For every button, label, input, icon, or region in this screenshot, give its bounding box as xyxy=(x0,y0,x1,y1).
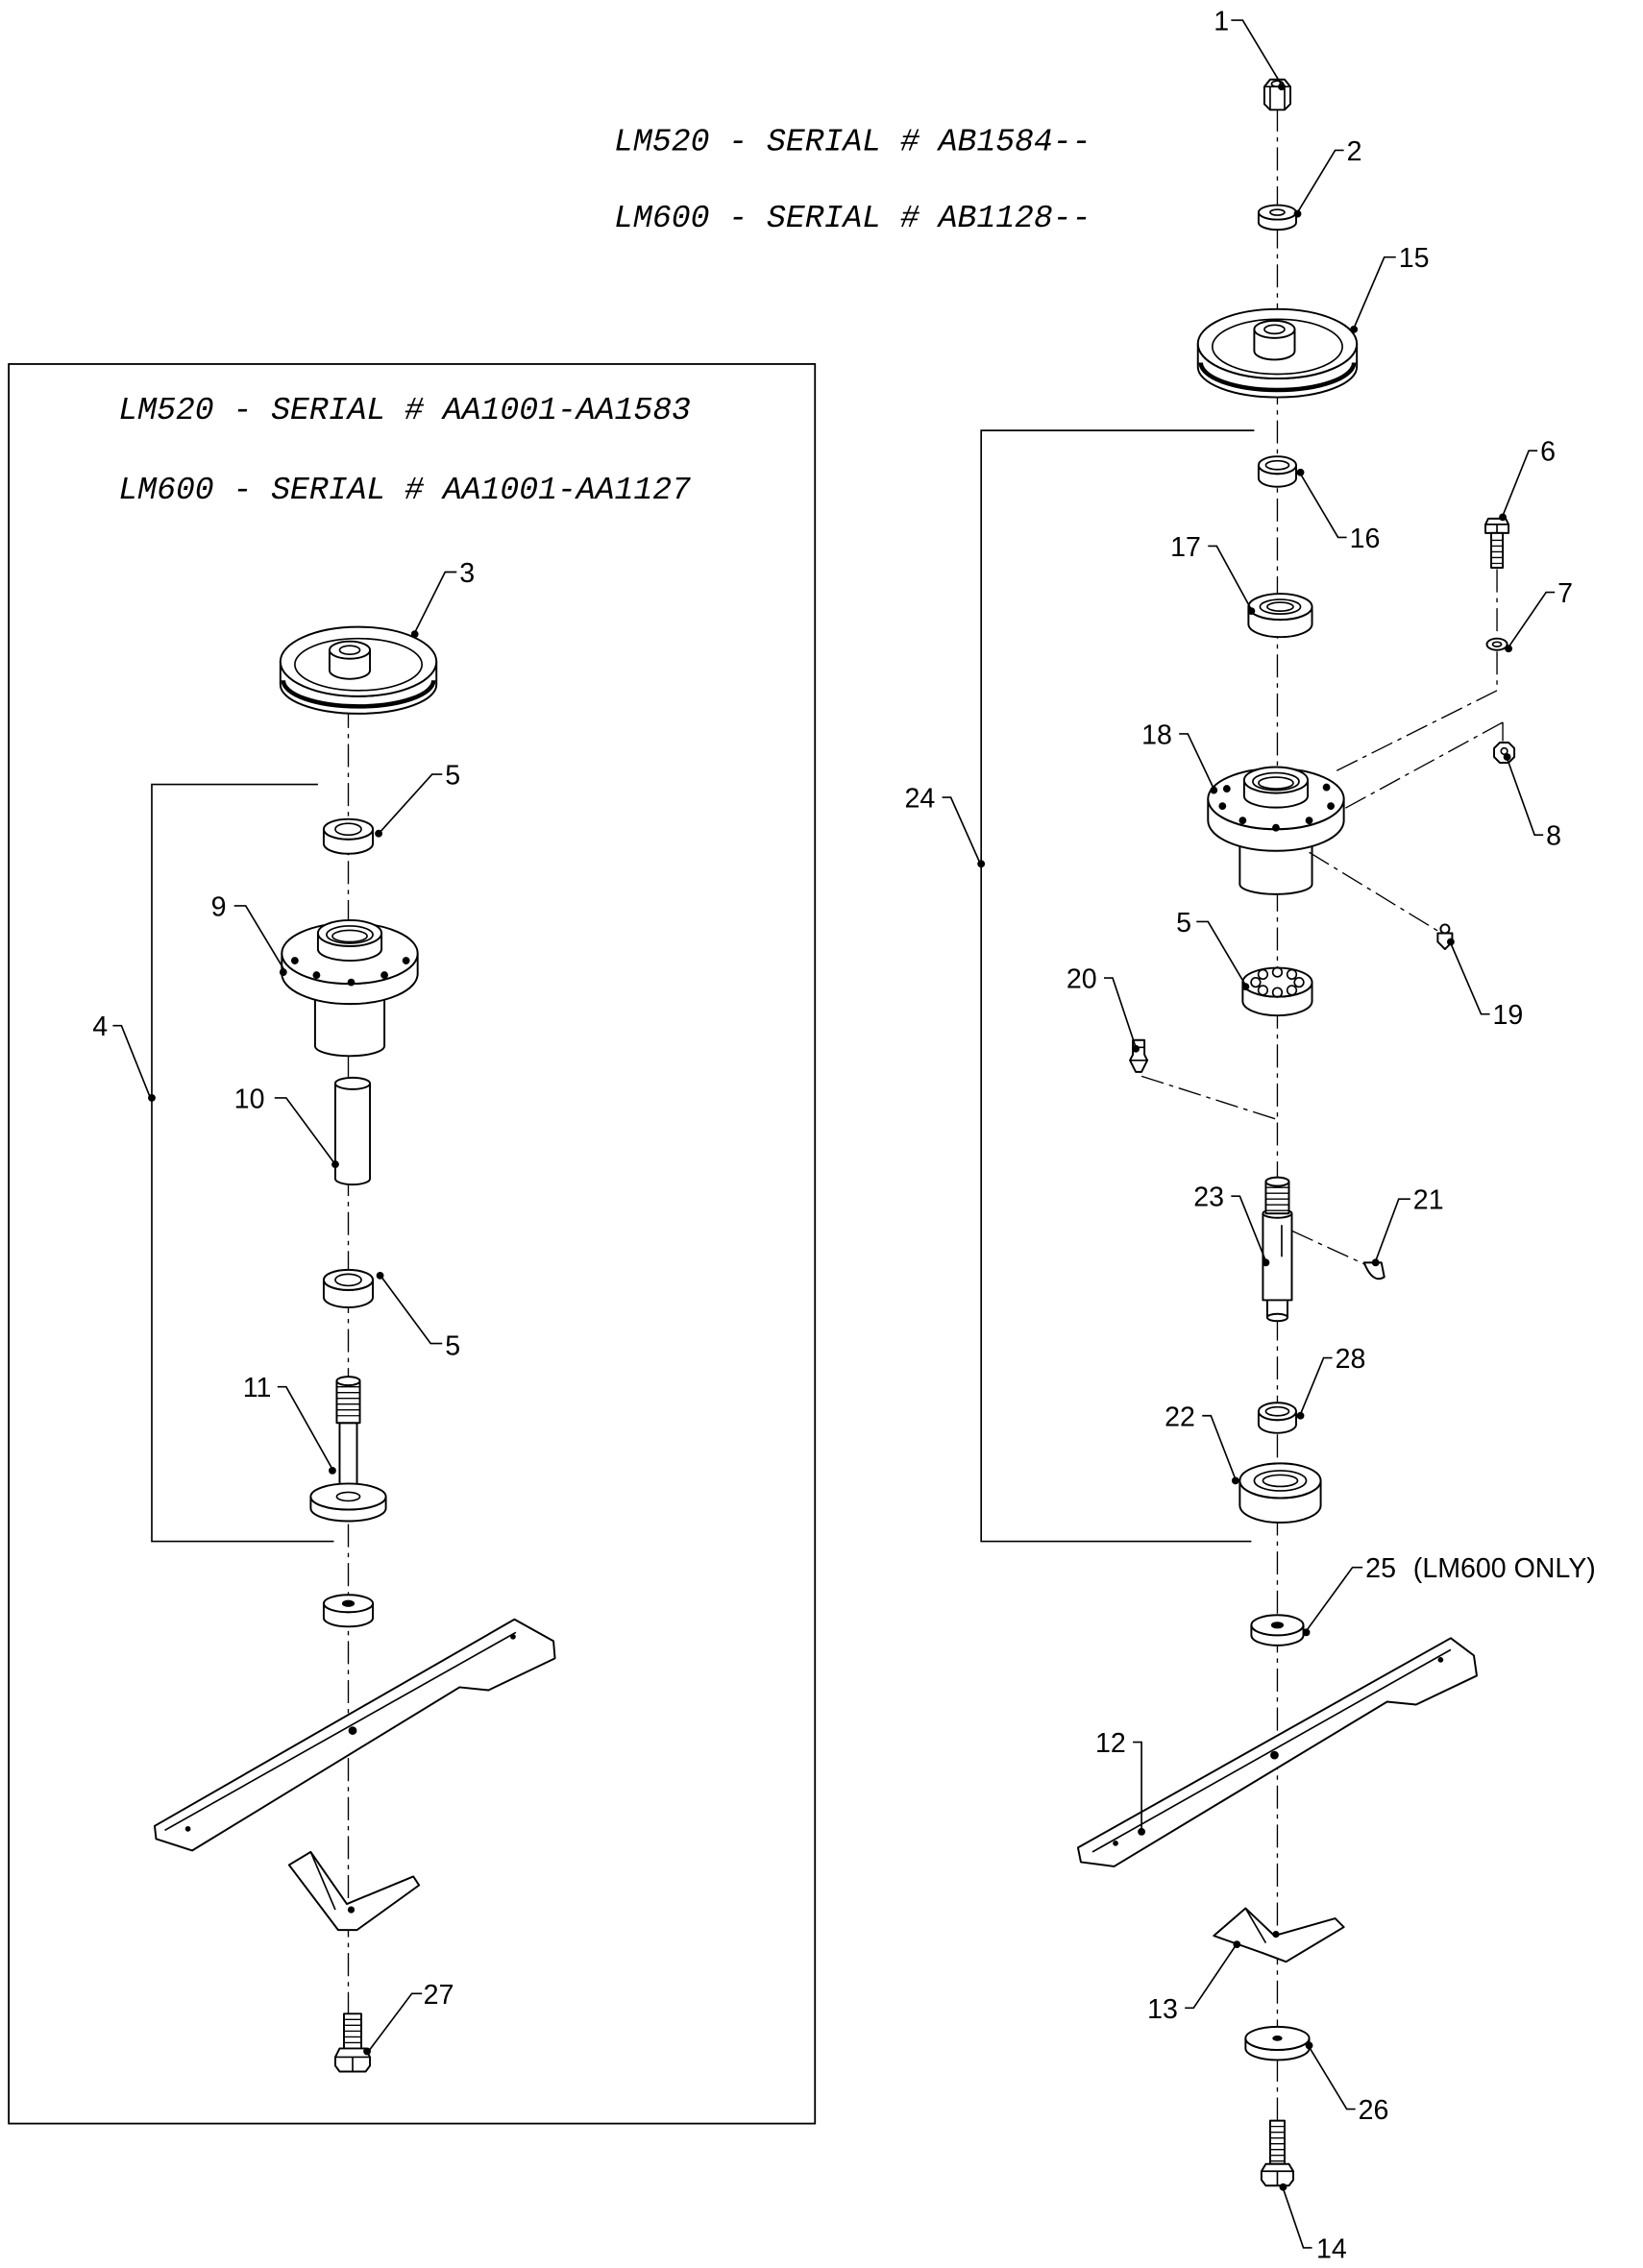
blade-vane-left xyxy=(287,1850,421,1932)
title-lm600-current: LM600 - SERIAL # AB1128-- xyxy=(614,200,1091,236)
callout-16: 16 xyxy=(1350,524,1381,554)
spacer-part-25 xyxy=(1250,1614,1305,1646)
key-part-21 xyxy=(1362,1261,1386,1280)
callout-25: 25 xyxy=(1365,1553,1396,1584)
callout-4: 4 xyxy=(92,1012,108,1042)
pulley-part-15 xyxy=(1196,307,1359,399)
callout-11: 11 xyxy=(243,1373,272,1403)
callout-28: 28 xyxy=(1336,1344,1366,1375)
washer-part-16 xyxy=(1257,455,1297,488)
callout-14: 14 xyxy=(1316,2233,1347,2264)
callout-12: 12 xyxy=(1095,1728,1126,1759)
pulley-part-3 xyxy=(279,625,438,715)
callout-3: 3 xyxy=(459,558,475,589)
callout-22: 22 xyxy=(1165,1402,1195,1432)
title-lm600-earlier: LM600 - SERIAL # AA1001-AA1127 xyxy=(118,472,691,508)
washer-part-7 xyxy=(1485,637,1508,651)
callout-8: 8 xyxy=(1546,821,1561,852)
fitting-20-line xyxy=(1140,1075,1278,1121)
callout-5-lower-left: 5 xyxy=(445,1331,460,1362)
nut-8-mount-line xyxy=(1343,721,1504,810)
blade-bolt-part-27 xyxy=(333,2012,372,2073)
bearing-part-5-lower xyxy=(322,1268,375,1308)
callout-24: 24 xyxy=(904,784,935,815)
bolt-part-6 xyxy=(1484,517,1510,569)
callout-26: 26 xyxy=(1359,2095,1389,2126)
nut-part-8 xyxy=(1493,741,1516,764)
callout-23: 23 xyxy=(1193,1183,1224,1213)
callouts-left: 3 5 9 10 5 11 4 27 xyxy=(92,558,475,2056)
blade-vane-part-13 xyxy=(1213,1907,1345,1963)
callout-27: 27 xyxy=(424,1980,454,2011)
spindle-housing-part-18 xyxy=(1207,766,1345,895)
blade-washer-left xyxy=(322,1594,375,1628)
bracket-assembly-4 xyxy=(151,783,334,1543)
spindle-shaft-part-11 xyxy=(309,1376,387,1523)
callout-17: 17 xyxy=(1170,532,1201,563)
spindle-housing-part-9 xyxy=(281,918,419,1058)
bearing-part-5-upper xyxy=(322,817,375,855)
callout-5-right: 5 xyxy=(1176,908,1191,939)
callout-1: 1 xyxy=(1214,7,1229,37)
blade-bolt-part-14 xyxy=(1260,2119,1294,2187)
title-lm520-current: LM520 - SERIAL # AB1584-- xyxy=(614,123,1091,159)
bearing-part-17 xyxy=(1247,593,1313,639)
grease-fitting-part-19 xyxy=(1436,923,1454,950)
bracket-assembly-24 xyxy=(980,429,1255,1543)
washer-part-28 xyxy=(1257,1402,1297,1434)
callout-10: 10 xyxy=(234,1084,265,1114)
nut-part-1 xyxy=(1263,78,1291,111)
bearing-part-5-right xyxy=(1241,966,1313,1017)
callout-15: 15 xyxy=(1399,243,1430,274)
callout-21: 21 xyxy=(1413,1185,1444,1216)
note-lm600-only: (LM600 ONLY) xyxy=(1413,1553,1596,1584)
bolt-6-mount-line xyxy=(1332,651,1498,774)
key-21-line xyxy=(1291,1230,1364,1265)
callout-19: 19 xyxy=(1493,1000,1524,1031)
grease-fitting-part-20 xyxy=(1129,1038,1149,1073)
bearing-part-22 xyxy=(1238,1462,1322,1524)
callout-20: 20 xyxy=(1067,964,1097,995)
callout-6: 6 xyxy=(1540,437,1556,468)
washer-part-26 xyxy=(1244,2025,1311,2061)
spindle-shaft-part-23 xyxy=(1262,1176,1293,1323)
washer-part-2 xyxy=(1257,204,1297,232)
blade-left xyxy=(154,1618,556,1852)
fitting-19-line xyxy=(1309,851,1440,933)
callout-5-upper-left: 5 xyxy=(445,761,460,792)
callouts-right: 1 2 15 16 17 6 7 18 8 24 19 5 20 23 21 2… xyxy=(904,7,1595,2265)
blade-part-12 xyxy=(1076,1637,1478,1867)
callout-13: 13 xyxy=(1147,1994,1178,2025)
earlier-serials-box xyxy=(8,363,817,2125)
callout-18: 18 xyxy=(1141,719,1172,750)
title-lm520-earlier: LM520 - SERIAL # AA1001-AA1583 xyxy=(118,392,691,428)
callout-9: 9 xyxy=(211,891,227,922)
callout-2: 2 xyxy=(1347,136,1362,167)
callout-7: 7 xyxy=(1557,578,1573,609)
spacer-part-10 xyxy=(333,1076,372,1186)
